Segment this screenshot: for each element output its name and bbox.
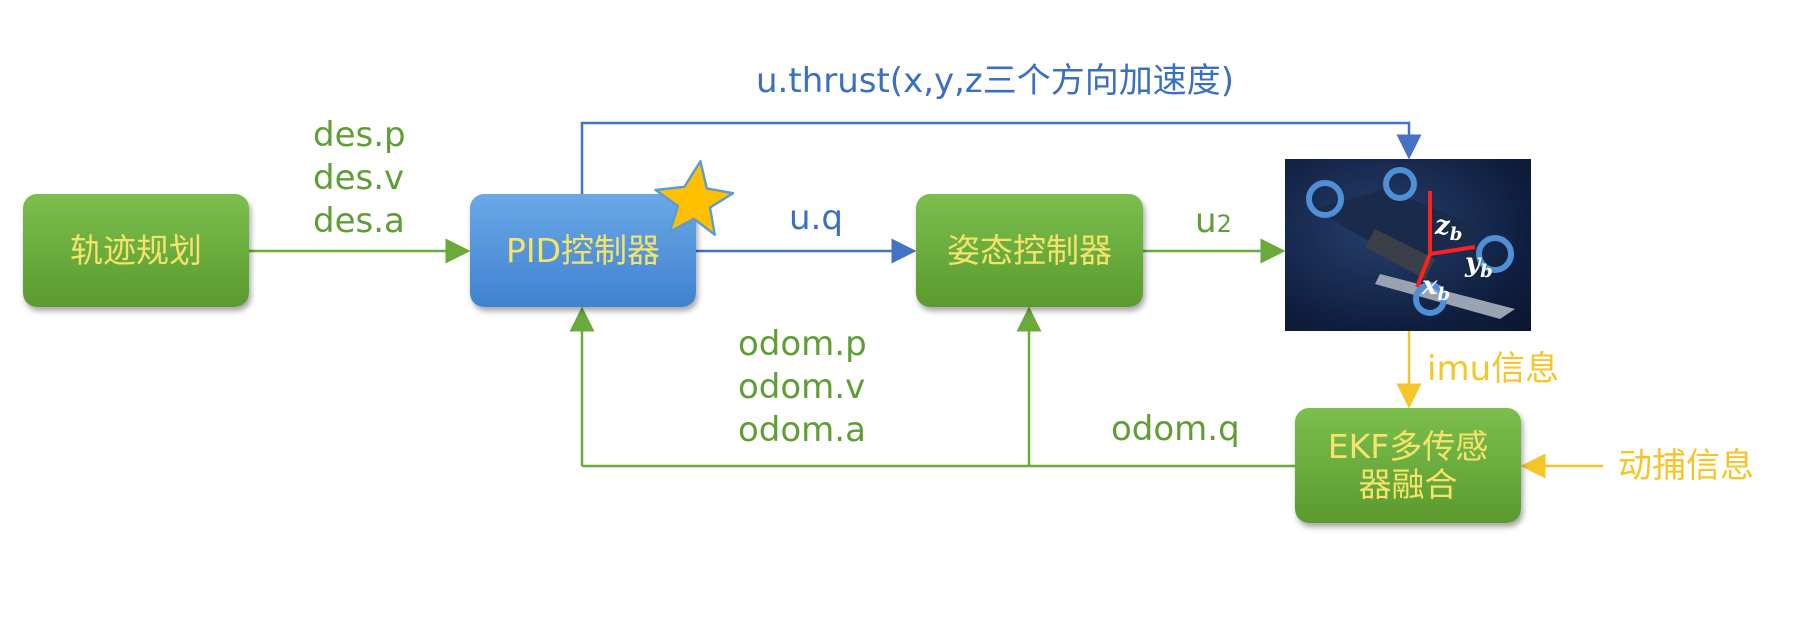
trajectory-planning-node: 轨迹规划 [23,194,249,307]
u2-label: u2 [1195,204,1232,238]
des-v-label: des.v [313,158,405,198]
ekf-fusion-node: EKF多传感 器融合 [1295,408,1521,523]
odom-v-label: odom.v [738,367,866,407]
arrow-thrust-path [580,121,1422,194]
mocap-info-label: 动捕信息 [1618,446,1754,486]
y-axis-label: yb [1464,248,1493,282]
odom-a-label: odom.a [738,410,866,450]
des-p-label: des.p [313,115,406,155]
u2-main: u [1195,201,1217,241]
pid-controller-node: PID控制器 [470,194,696,307]
odom-p-label: odom.p [738,324,867,364]
x-axis-label: xb [1421,271,1450,305]
attitude-controller-node: 姿态控制器 [916,194,1143,307]
uq-label: u.q [789,198,843,238]
drone-image: zb yb xb [1285,159,1531,331]
thrust-label: u.thrust(x,y,z三个方向加速度) [756,61,1235,101]
odom-q-label: odom.q [1111,409,1240,449]
des-a-label: des.a [313,201,405,241]
u2-subscript: 2 [1216,210,1232,238]
star-icon [654,160,734,236]
z-axis-label: zb [1434,211,1462,245]
imu-info-label: imu信息 [1427,349,1560,389]
